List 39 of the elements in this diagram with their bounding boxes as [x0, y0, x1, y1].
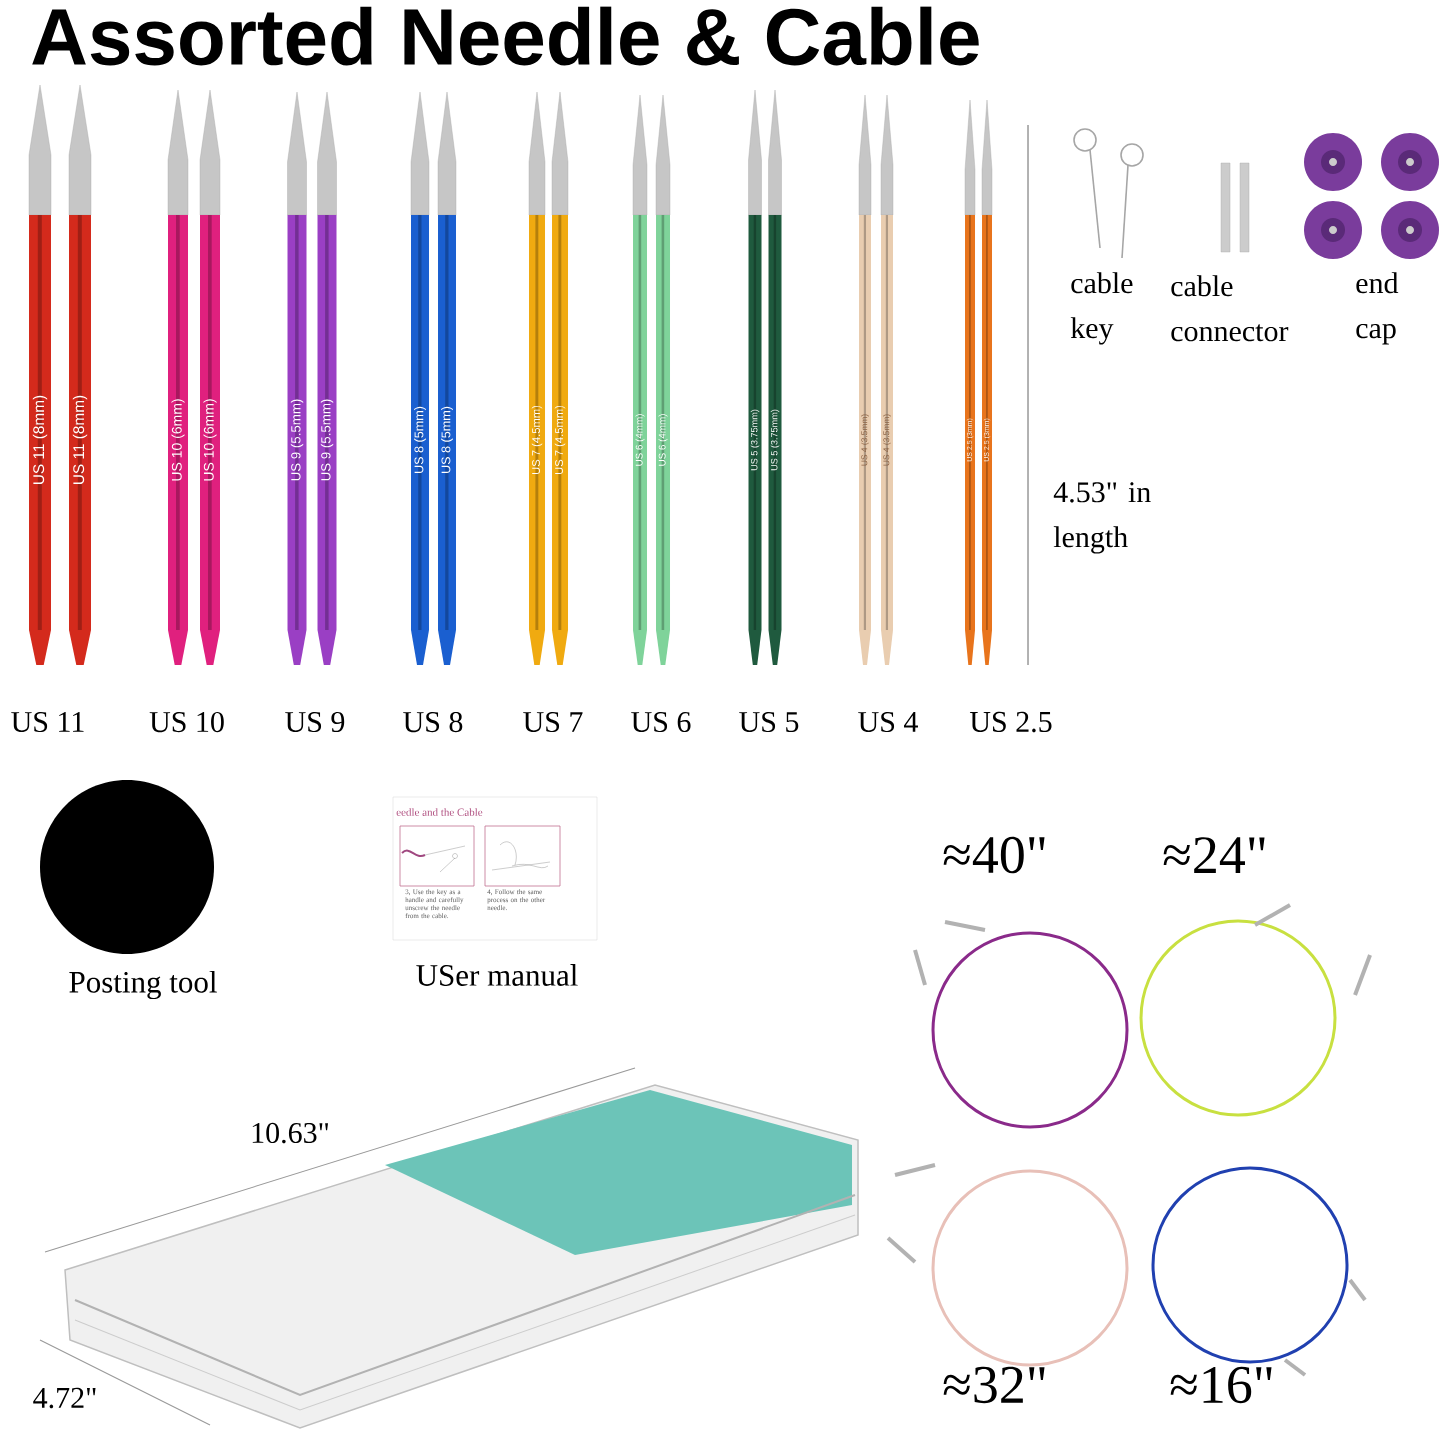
title: Assorted Needle & Cable: [32, 6, 979, 66]
needle-print: US 10 (6mm): [203, 399, 217, 481]
label: eedle and the Cable: [396, 808, 483, 816]
needle-print: US 11 (8mm): [72, 395, 88, 484]
needle-print: US 7 (4.5mm): [554, 405, 566, 474]
item-label: USer manual: [416, 964, 578, 986]
size-label: US 4: [858, 711, 918, 733]
part-label: 4.53" in length: [1053, 482, 1151, 554]
size-label: US 6: [631, 711, 691, 733]
dimension-label: 4.72": [33, 1387, 96, 1409]
dimension-label: 10.63": [252, 1122, 328, 1144]
cable-length-label: ≈24": [1163, 837, 1265, 873]
size-label: US 11: [11, 711, 84, 733]
part-label: cable connector: [1171, 275, 1289, 342]
item-label: Posting tool: [69, 970, 217, 1000]
needle-print: US 11 (8mm): [32, 395, 48, 484]
needle-print: US 6 (4mm): [658, 414, 668, 466]
needle-print: US 8 (5mm): [414, 406, 426, 473]
needle-print: US 7 (4.5mm): [531, 405, 543, 474]
needle-print: US 9 (5.5mm): [320, 399, 334, 481]
part-label: end cap: [1356, 272, 1399, 345]
size-label: US 2.5: [969, 711, 1052, 733]
needle-print: US 8 (5mm): [441, 406, 453, 473]
part-label: cable key: [1070, 272, 1133, 345]
size-label: US 9: [285, 711, 345, 733]
cable-length-label: ≈16": [1170, 1366, 1272, 1404]
needle-print: US 6 (4mm): [635, 414, 645, 466]
needle-print: US 10 (6mm): [171, 399, 185, 481]
size-label: US 7: [523, 711, 583, 733]
size-label: US 8: [403, 711, 463, 733]
needle-print: US 5 (3.75mm): [770, 409, 780, 471]
needle-print: US 4 (3.5mm): [883, 414, 891, 466]
cable-length-label: ≈32": [943, 1366, 1045, 1404]
size-label: US 10: [149, 711, 224, 733]
needle-print: US 9 (5.5mm): [290, 399, 304, 481]
needle-print: US 4 (3.5mm): [861, 414, 869, 466]
cable-length-label: ≈40": [943, 836, 1045, 874]
needle-print: US 5 (3.75mm): [750, 409, 760, 471]
size-label: US 5: [739, 711, 799, 733]
